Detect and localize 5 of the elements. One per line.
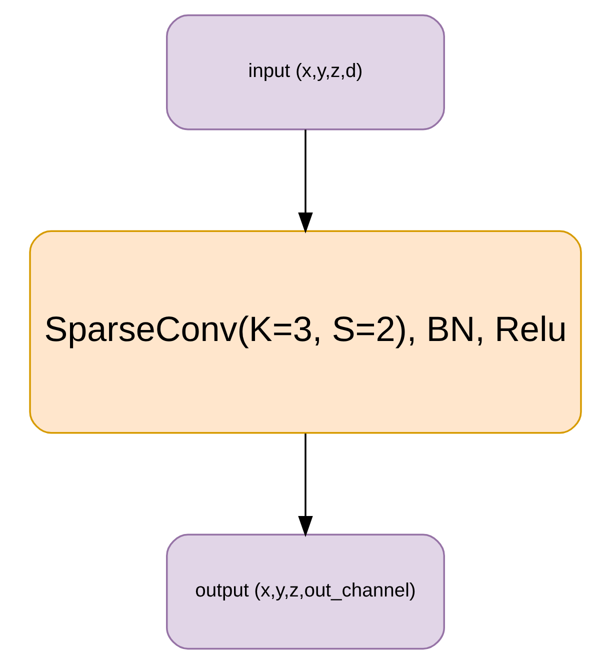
- node-box: input (x,y,z,d): [166, 14, 445, 130]
- node-box: output (x,y,z,out_channel): [166, 534, 445, 650]
- arrow: [298, 434, 313, 538]
- node-box: SparseConv(K=3, S=2), BN, Relu: [29, 230, 582, 434]
- arrow: [298, 130, 313, 234]
